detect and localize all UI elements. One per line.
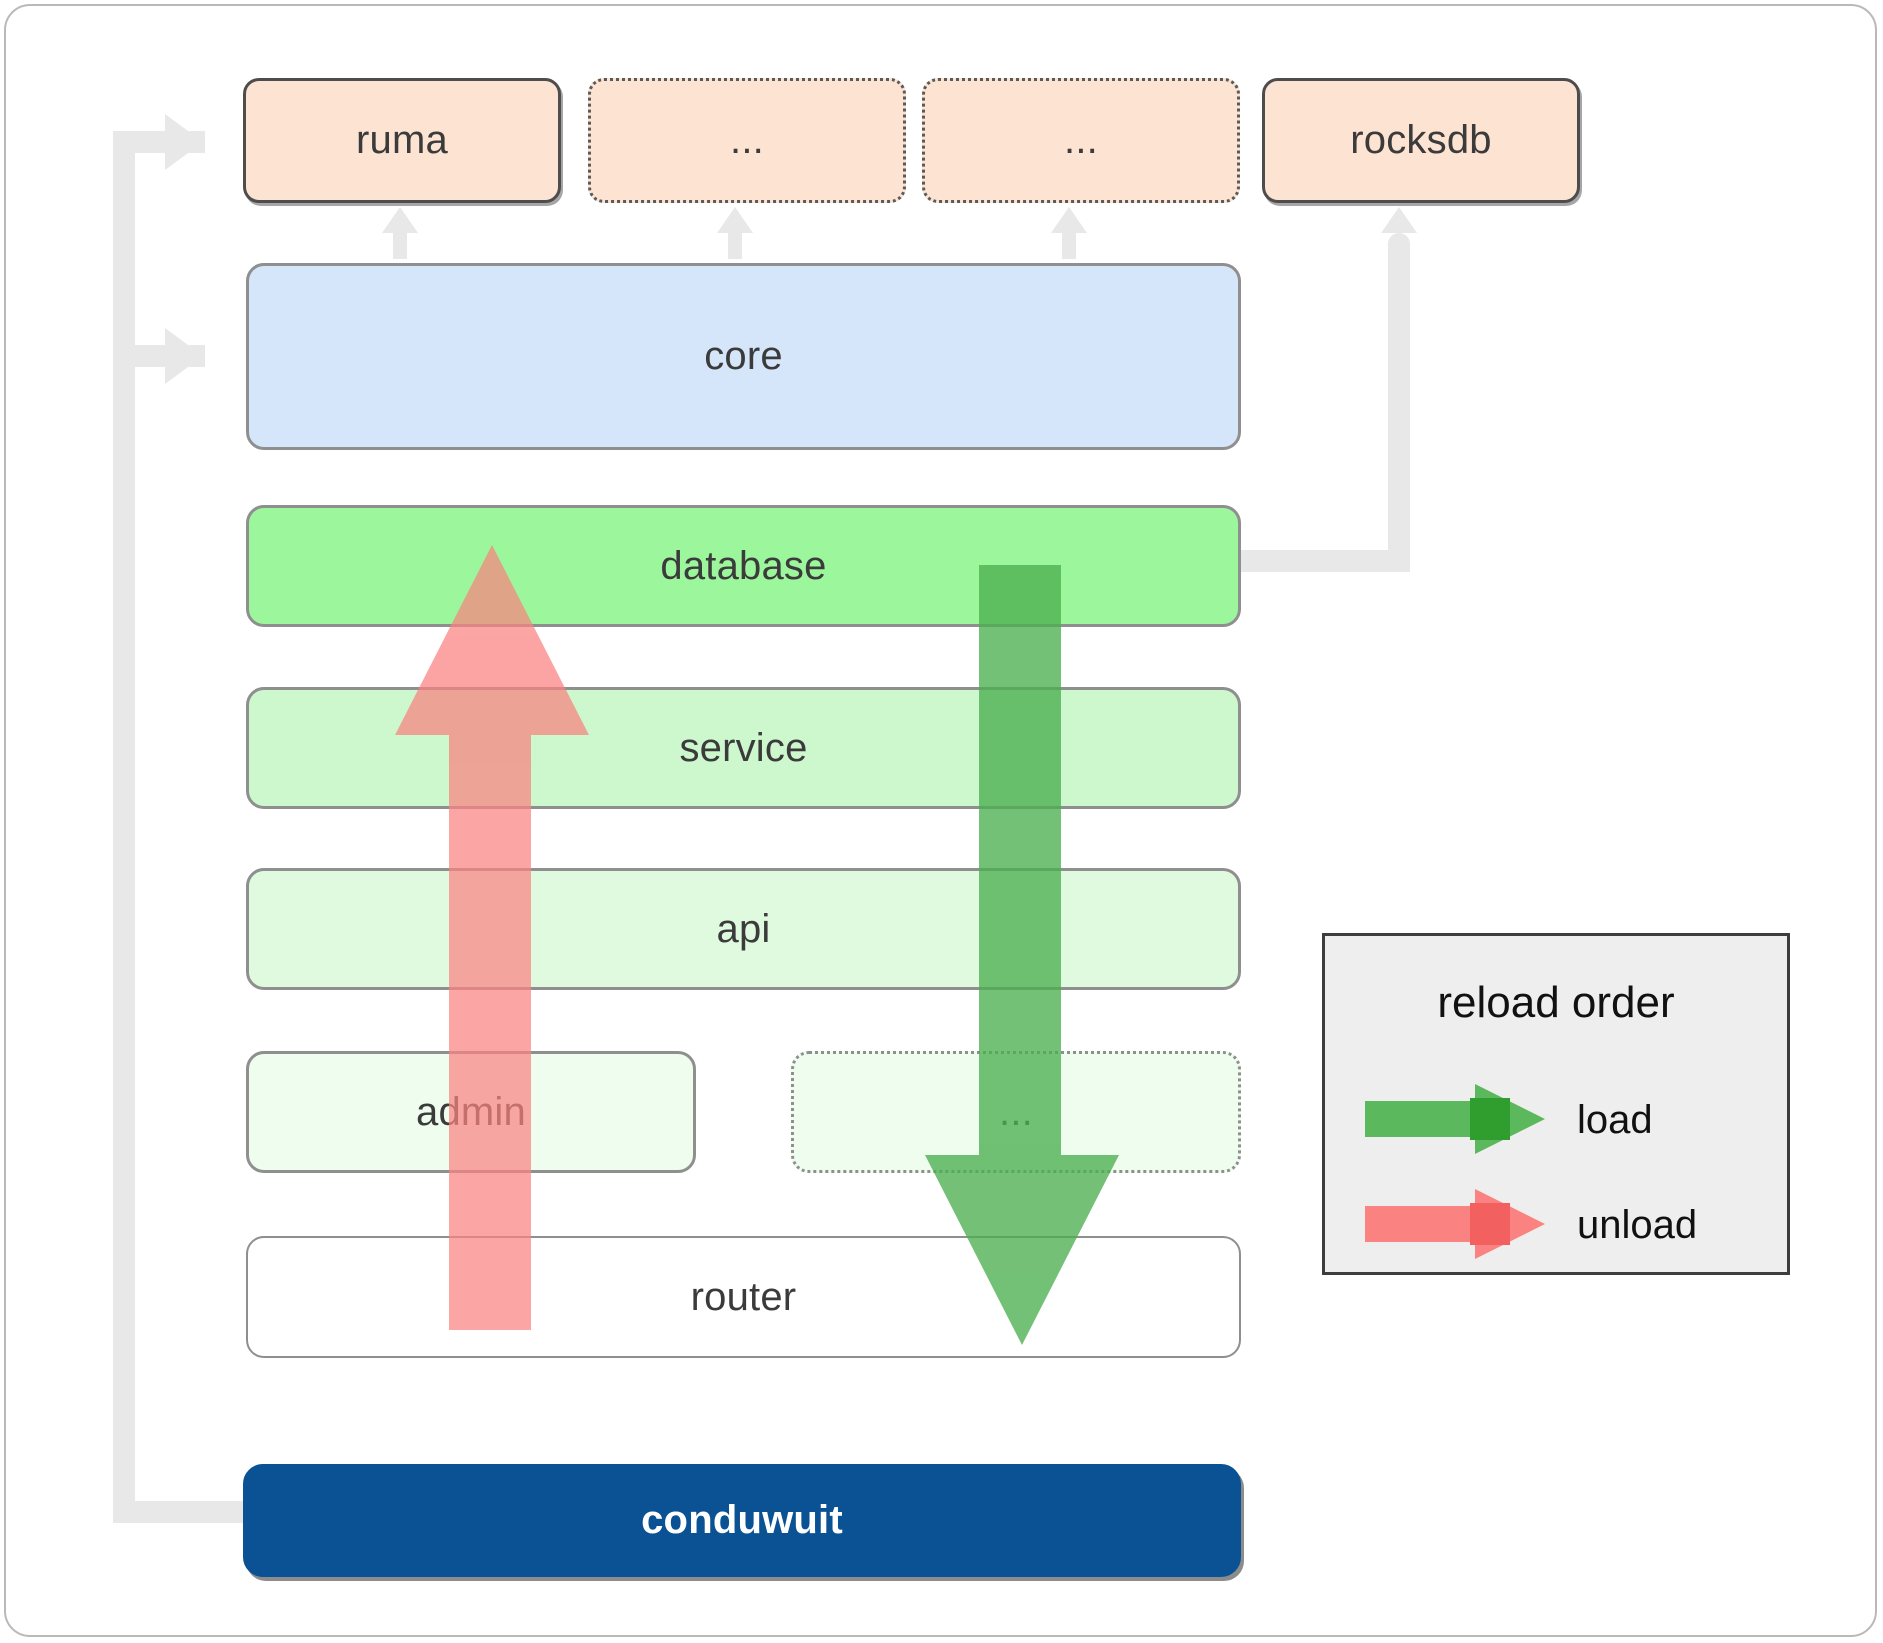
arrow-core-to-ruma: [382, 207, 418, 263]
layer-label: api: [716, 906, 771, 951]
rail-from-conduwuit: [113, 1501, 243, 1523]
flow-arrow-load: [925, 565, 1120, 1345]
legend-label-unload: unload: [1577, 1203, 1698, 1247]
layer-box-core[interactable]: core: [246, 263, 1241, 450]
dependency-label: ruma: [356, 118, 448, 162]
dependency-box-rocksdb[interactable]: rocksdb: [1262, 78, 1580, 203]
dependency-label: rocksdb: [1350, 118, 1492, 162]
diagram-frame: [4, 4, 1877, 1637]
legend-load-shaft: [1365, 1101, 1485, 1137]
legend-arrow-unload: [1365, 1189, 1545, 1259]
rail-to-core-arrowhead: [165, 328, 203, 384]
layer-box-api[interactable]: api: [246, 868, 1241, 990]
dependency-box-ellipsis-2[interactable]: ...: [922, 78, 1240, 203]
flow-arrow-unload: [395, 545, 590, 1330]
binary-label: conduwuit: [641, 1498, 843, 1542]
dependency-label: ...: [730, 118, 764, 162]
legend-arrow-load: [1365, 1084, 1545, 1154]
legend-unload-shaft: [1365, 1206, 1485, 1242]
rail-database-to-rocksdb-horizontal: [1230, 550, 1410, 572]
layer-label: service: [679, 725, 808, 770]
rail-database-to-rocksdb-vertical: [1388, 233, 1410, 572]
binary-box-conduwuit[interactable]: conduwuit: [243, 1464, 1241, 1577]
rail-rocksdb-arrowhead: [1381, 207, 1417, 263]
rail-left-vertical: [113, 131, 135, 1523]
legend-load-notch: [1470, 1098, 1510, 1140]
legend-panel: reload order load unload: [1322, 933, 1790, 1275]
unload-arrow-head: [395, 545, 589, 735]
dependency-label: ...: [1064, 118, 1098, 162]
legend-title: reload order: [1437, 978, 1675, 1027]
load-arrow-head: [925, 1155, 1119, 1345]
legend-unload-notch: [1470, 1203, 1510, 1245]
arrow-core-to-dep3: [1051, 207, 1087, 263]
layer-label: database: [660, 543, 827, 588]
layer-label: router: [690, 1274, 797, 1319]
unload-arrow-shaft: [449, 650, 531, 1330]
arrow-core-to-dep2: [717, 207, 753, 263]
layer-label: core: [704, 334, 783, 378]
rail-to-ruma-arrowhead: [165, 114, 203, 170]
dependency-box-ellipsis-1[interactable]: ...: [588, 78, 906, 203]
load-arrow-shaft: [979, 565, 1061, 1175]
dependency-box-ruma[interactable]: ruma: [243, 78, 561, 203]
legend-label-load: load: [1577, 1098, 1653, 1142]
